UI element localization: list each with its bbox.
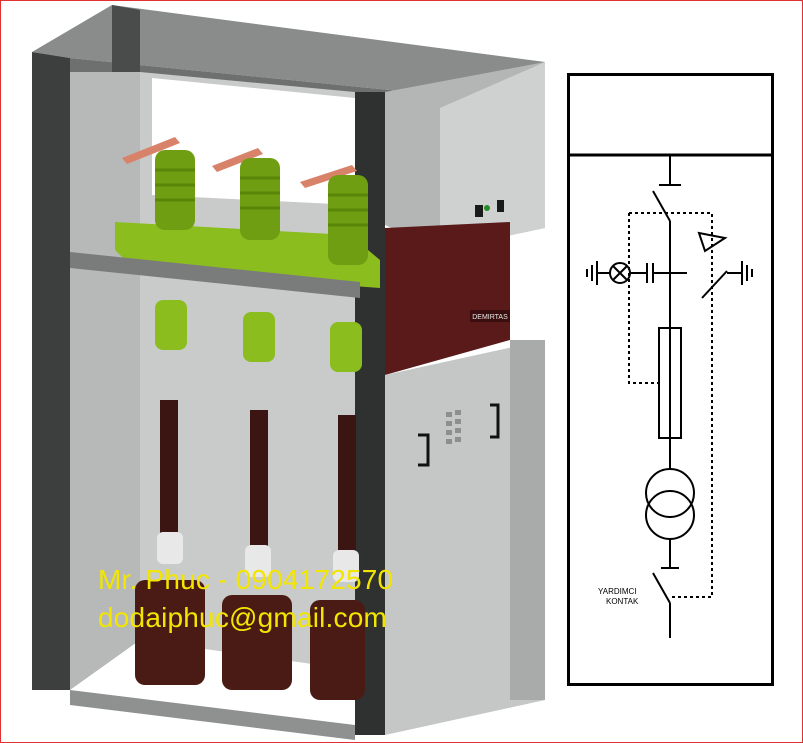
mechanical-interlock-line xyxy=(629,212,713,598)
aux-contact xyxy=(652,572,671,604)
current-transformers xyxy=(135,580,365,700)
contact-name-phone: Mr. Phuc - 0904172570 xyxy=(98,564,394,595)
busbars xyxy=(122,137,357,188)
earth-symbol-top xyxy=(659,155,681,186)
cabinet-roof xyxy=(32,5,545,96)
single-line-schematic xyxy=(567,73,774,686)
indicator-lamp xyxy=(475,205,483,217)
aux-contact-label-line2: KONTAK xyxy=(606,597,639,606)
disconnector-blade xyxy=(652,190,671,222)
cabinet-floor xyxy=(70,690,355,740)
door-handle-right xyxy=(490,403,500,439)
left-frame-post xyxy=(32,52,70,690)
contact-email: dodaiphuc@gmail.com xyxy=(98,602,388,633)
maroon-control-panel xyxy=(385,222,510,375)
cable-compartment-door xyxy=(385,340,545,735)
door-handle-left xyxy=(418,433,430,467)
aux-contact-label-line1: YARDIMCI xyxy=(598,587,637,596)
switchgear-cabinet-illustration: DEMIRTAS xyxy=(32,5,545,740)
brand-plate: DEMIRTAS xyxy=(472,314,508,321)
earthing-switch xyxy=(701,261,753,299)
trip-triangle-icon xyxy=(697,231,728,253)
lower-insulators xyxy=(155,300,362,372)
fuse-tubes xyxy=(160,400,356,565)
door-vent xyxy=(446,410,461,444)
voltage-indicator-branch xyxy=(586,261,687,285)
